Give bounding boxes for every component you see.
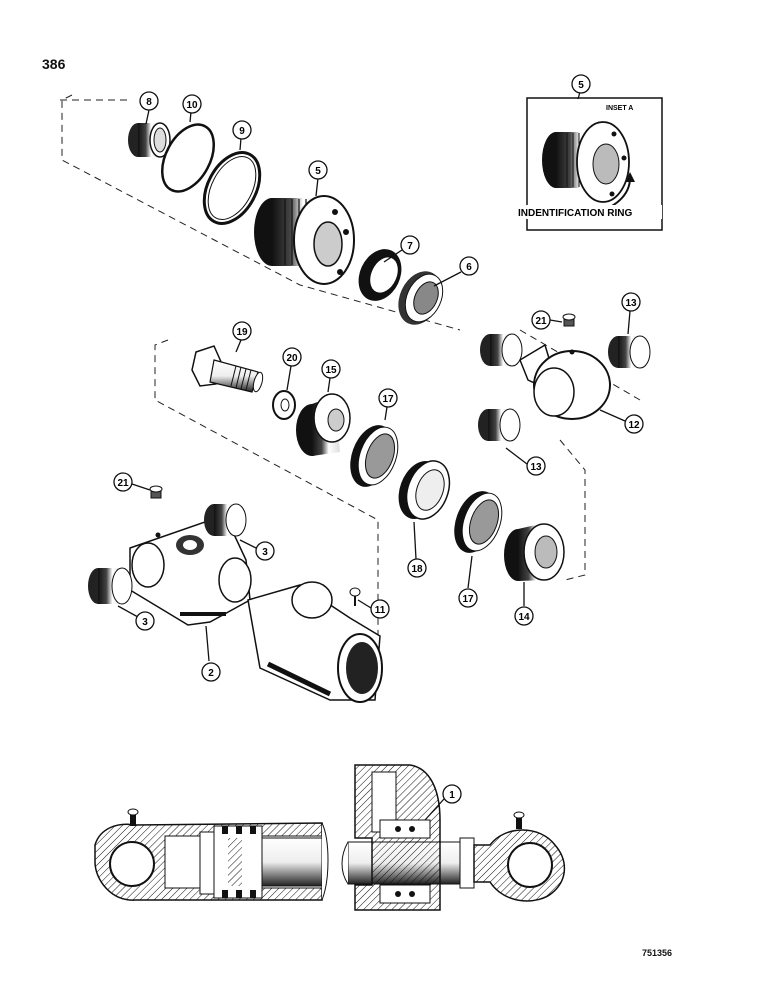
svg-text:10: 10 xyxy=(186,100,198,111)
assembly-guide-lines xyxy=(60,94,641,680)
part-17-piston-seal-lower xyxy=(454,491,503,553)
svg-text:19: 19 xyxy=(236,327,248,338)
svg-text:1: 1 xyxy=(449,790,455,801)
inset-ref: 5 xyxy=(578,80,584,91)
svg-text:3: 3 xyxy=(142,617,148,628)
callout-1: 1 xyxy=(442,784,462,804)
svg-text:20: 20 xyxy=(286,353,298,364)
svg-text:17: 17 xyxy=(462,594,474,605)
callout-11: 11 xyxy=(370,599,390,619)
part-14-spacer xyxy=(504,523,565,581)
svg-text:15: 15 xyxy=(325,365,337,376)
callout-14: 14 xyxy=(514,606,534,626)
svg-text:2: 2 xyxy=(208,668,214,679)
part-9-backup-ring xyxy=(202,151,262,225)
callout-group xyxy=(117,109,631,821)
part-8-bushing xyxy=(128,122,171,158)
svg-text:7: 7 xyxy=(407,241,413,252)
callout-8: 8 xyxy=(139,91,159,111)
part-18-wear-ring xyxy=(398,460,451,520)
part-3-bushing-upper xyxy=(204,503,247,537)
drawing-number: 751356 xyxy=(642,948,673,958)
part-7-wiper-seal xyxy=(358,249,402,301)
part-17-piston-seal-upper xyxy=(350,425,399,487)
svg-text:21: 21 xyxy=(117,478,129,489)
callout-20: 20 xyxy=(282,347,302,367)
part-12-rod-eye xyxy=(519,343,611,420)
callout-21-upper: 21 xyxy=(531,310,551,330)
part-10-o-ring xyxy=(161,123,215,193)
svg-text:12: 12 xyxy=(628,420,640,431)
callout-3-upper: 3 xyxy=(255,541,275,561)
part-6-rod-seal xyxy=(398,271,444,325)
part-3-bushing-lower xyxy=(88,567,133,605)
callout-5: 5 xyxy=(308,160,328,180)
callout-2: 2 xyxy=(201,662,221,682)
inset-a-panel: 5 INSET A INDENTIFICATION RING xyxy=(516,74,663,231)
callout-10: 10 xyxy=(182,94,202,114)
callout-3-lower: 3 xyxy=(135,611,155,631)
svg-text:18: 18 xyxy=(411,564,423,575)
part-2-cylinder-barrel xyxy=(129,514,383,703)
callout-18: 18 xyxy=(407,558,427,578)
callout-9: 9 xyxy=(232,120,252,140)
part-13-bushing-lower xyxy=(478,408,521,442)
svg-text:3: 3 xyxy=(262,547,268,558)
svg-text:11: 11 xyxy=(375,605,386,616)
svg-text:13: 13 xyxy=(530,462,542,473)
part-13-bushing-right xyxy=(608,335,651,369)
page-number: 386 xyxy=(42,56,66,72)
part-21-grease-fitting-lower xyxy=(149,485,163,499)
cross-section-assembly xyxy=(94,764,566,911)
callout-15: 15 xyxy=(321,359,341,379)
svg-text:13: 13 xyxy=(625,298,637,309)
callout-19: 19 xyxy=(232,321,252,341)
part-21-grease-fitting-upper xyxy=(562,313,576,327)
part-13-bushing-upper xyxy=(480,333,523,367)
part-5-gland xyxy=(254,195,355,285)
svg-text:17: 17 xyxy=(382,394,394,405)
svg-text:6: 6 xyxy=(466,262,472,273)
part-15-piston xyxy=(296,393,351,456)
svg-text:8: 8 xyxy=(146,97,152,108)
part-20-washer xyxy=(272,390,296,420)
callout-17-upper: 17 xyxy=(378,388,398,408)
callout-7: 7 xyxy=(400,235,420,255)
callout-12: 12 xyxy=(624,414,644,434)
svg-text:5: 5 xyxy=(315,166,321,177)
part-11-screw xyxy=(349,587,361,606)
svg-text:14: 14 xyxy=(518,612,530,623)
callout-17-lower: 17 xyxy=(458,588,478,608)
svg-text:21: 21 xyxy=(535,316,547,327)
callout-6: 6 xyxy=(459,256,479,276)
identification-ring-label: INDENTIFICATION RING xyxy=(518,208,632,219)
callout-21-lower: 21 xyxy=(113,472,133,492)
callout-13-right: 13 xyxy=(621,292,641,312)
inset-title: INSET A xyxy=(606,105,633,112)
callout-13-lower: 13 xyxy=(526,456,546,476)
svg-text:9: 9 xyxy=(239,126,245,137)
part-19-bolt xyxy=(191,345,264,393)
